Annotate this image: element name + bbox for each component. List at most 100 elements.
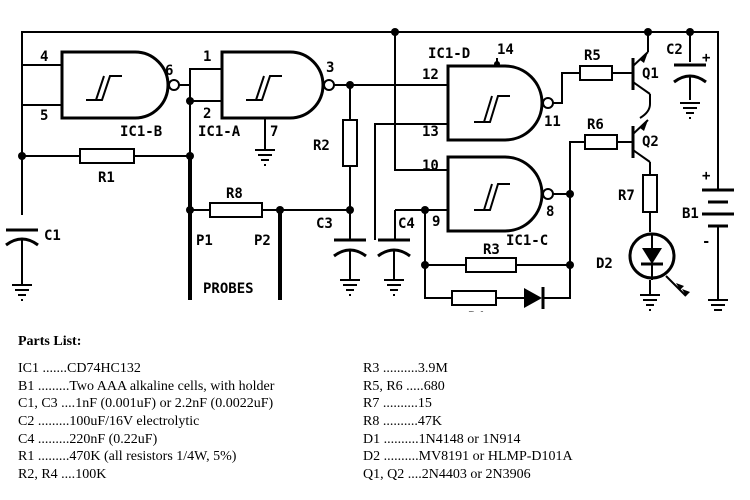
ic1-c-pin-8: 8 <box>546 204 554 220</box>
parts-list-row: IC1 ....... CD74HC132 <box>18 360 363 378</box>
resistor-r1 <box>79 148 135 164</box>
probe-p1-label: P1 <box>196 233 213 249</box>
resistor-r5 <box>579 65 613 81</box>
part-value: 2N4403 or 2N3906 <box>421 467 531 483</box>
ic1-d-pin-14: 14 <box>497 42 514 58</box>
ic1-d-pin-12: 12 <box>422 67 439 83</box>
ic1-c-label: IC1-C <box>506 233 548 249</box>
gate-ic1-c <box>446 155 554 233</box>
r5-label: R5 <box>584 48 601 64</box>
part-ref: D2 .......... <box>363 449 419 465</box>
ic1-a-pin-2: 2 <box>203 106 211 122</box>
circuit-schematic: 4 5 6 IC1-B 1 2 3 7 IC1-A 12 13 11 14 IC… <box>5 28 734 312</box>
part-value: CD74HC132 <box>67 361 141 376</box>
part-ref: R5, R6 ..... <box>363 378 424 394</box>
r8-label: R8 <box>226 186 243 202</box>
parts-list-row: B1 ......... Two AAA alkaline cells, wit… <box>18 378 363 396</box>
parts-list-row: D2 .......... MV8191 or HLMP-D101A <box>363 448 723 466</box>
led-d2 <box>628 232 690 311</box>
gate-ic1-b <box>60 50 180 120</box>
c4-label: C4 <box>398 216 415 232</box>
part-value: Two AAA alkaline cells, with holder <box>69 378 275 394</box>
part-value: 100K <box>75 467 107 483</box>
capacitor-c3 <box>333 238 367 296</box>
c2-plus-sign: + <box>702 50 710 66</box>
capacitor-c1 <box>5 228 39 301</box>
part-ref: C4 ......... <box>18 431 70 447</box>
part-ref: Q1, Q2 .... <box>363 467 422 483</box>
r4-label: R4 <box>468 310 485 312</box>
q1-label: Q1 <box>642 66 659 82</box>
b1-label: B1 <box>682 206 699 222</box>
transistor-q1 <box>631 51 651 95</box>
part-value: 220nF (0.22uF) <box>69 431 158 447</box>
part-ref: R7 .......... <box>363 396 418 412</box>
gate-ic1-d <box>446 64 554 142</box>
part-ref: R1 ......... <box>18 449 70 465</box>
ic1-d-pin-13: 13 <box>422 124 439 140</box>
parts-list-row: C1, C3 .... 1nF (0.001uF) or 2.2nF (0.00… <box>18 395 363 413</box>
resistor-r6 <box>584 134 618 150</box>
part-ref: R8 .......... <box>363 414 418 430</box>
ic1-b-pin-5: 5 <box>40 108 48 124</box>
parts-list-row: R1 ......... 470K (all resistors 1/4W, 5… <box>18 448 363 466</box>
ic1-a-pin-7: 7 <box>270 124 278 140</box>
part-ref: IC1 ....... <box>18 361 67 376</box>
parts-list-row: C2 ......... 100uF/16V electrolytic <box>18 413 363 431</box>
b1-plus-sign: + <box>702 168 710 184</box>
ic1-c-pin-10: 10 <box>422 158 439 174</box>
part-value: 680 <box>423 378 445 394</box>
resistor-r3 <box>465 257 517 273</box>
r6-label: R6 <box>587 117 604 133</box>
part-ref: R2, R4 .... <box>18 467 76 483</box>
ic1-b-pin-6: 6 <box>165 63 173 79</box>
c1-label: C1 <box>44 228 61 244</box>
r7-label: R7 <box>618 188 635 204</box>
parts-list-row: R2, R4 .... 100K <box>18 466 363 484</box>
q2-label: Q2 <box>642 134 659 150</box>
r1-label: R1 <box>98 170 115 186</box>
wires <box>21 31 719 300</box>
part-value: 3.9M <box>417 361 448 376</box>
parts-list-row: R7 .......... 15 <box>363 395 723 413</box>
ic1-d-pin-11: 11 <box>544 114 561 130</box>
c2-label: C2 <box>666 42 683 58</box>
d2-label: D2 <box>596 256 613 272</box>
probes-label: PROBES <box>203 281 254 297</box>
resistor-r8 <box>209 202 263 218</box>
c3-label: C3 <box>316 216 333 232</box>
part-ref: D1 .......... <box>363 431 419 447</box>
part-value: 47K <box>417 414 442 430</box>
part-value: 15 <box>417 396 432 412</box>
capacitor-c4 <box>377 238 411 296</box>
resistor-r2 <box>342 119 358 167</box>
part-value: 470K (all resistors 1/4W, 5%) <box>69 449 237 465</box>
ground-ic1-a <box>255 118 275 166</box>
parts-list-row: R8 .......... 47K <box>363 413 723 431</box>
part-value: 1nF (0.001uF) or 2.2nF (0.0022uF) <box>75 396 274 412</box>
ic1-a-pin-3: 3 <box>326 60 334 76</box>
parts-list-title: Parts List: <box>18 334 82 349</box>
b1-minus-sign: - <box>702 234 710 250</box>
gate-ic1-a <box>220 50 335 120</box>
capacitor-c2 <box>673 63 707 119</box>
part-value: 100uF/16V electrolytic <box>69 414 200 430</box>
parts-list-row: Q1, Q2 .... 2N4403 or 2N3906 <box>363 466 723 484</box>
ic1-a-label: IC1-A <box>198 124 241 140</box>
parts-list-row: D1 .......... 1N4148 or 1N914 <box>363 431 723 449</box>
ic1-a-pin-1: 1 <box>203 49 211 65</box>
transistor-q2 <box>631 119 651 163</box>
part-ref: C1, C3 .... <box>18 396 76 412</box>
part-value: 1N4148 or 1N914 <box>418 431 521 447</box>
part-ref: B1 ......... <box>18 378 70 394</box>
part-ref: C2 ......... <box>18 414 70 430</box>
parts-list-row: C4 ......... 220nF (0.22uF) <box>18 431 363 449</box>
resistor-r7 <box>642 174 658 213</box>
battery-b1 <box>702 175 734 311</box>
ic1-c-pin-9: 9 <box>432 214 440 230</box>
r3-label: R3 <box>483 242 500 258</box>
parts-list-row: R3 .......... 3.9M <box>363 360 723 378</box>
